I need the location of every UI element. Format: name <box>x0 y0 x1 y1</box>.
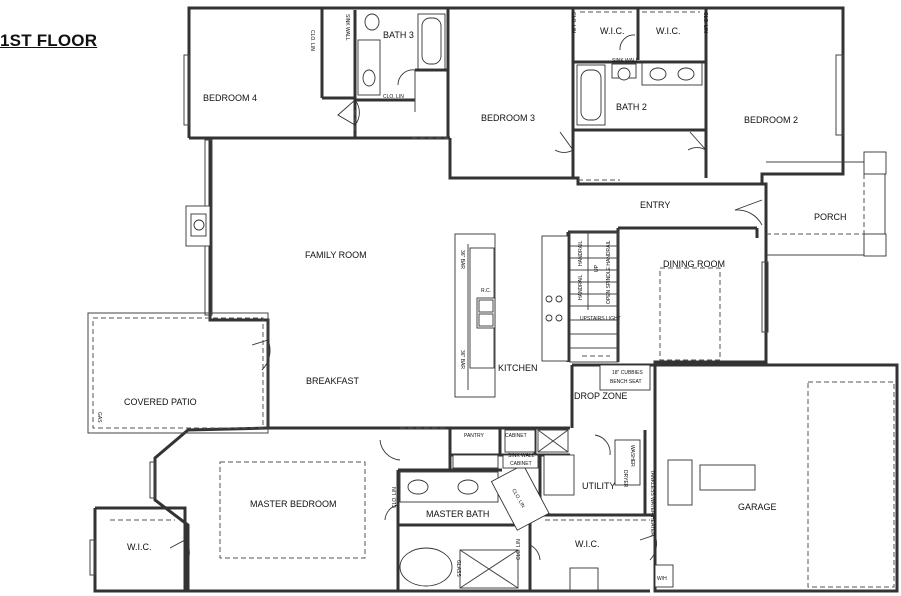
label-family-room: FAMILY ROOM <box>305 250 367 260</box>
bath3-fixtures <box>357 13 446 96</box>
note-clo-lin-5: CLO. LIN <box>392 487 398 508</box>
note-washer: WASHER <box>629 445 635 467</box>
label-bedroom-2: BEDROOM 2 <box>744 115 798 125</box>
label-utility: UTILITY <box>582 481 616 491</box>
floor-title: 1ST FLOOR <box>0 31 98 50</box>
openings <box>400 137 620 429</box>
utility-appliances <box>452 429 641 496</box>
label-bath-2: BATH 2 <box>616 102 647 112</box>
label-wic-top-right: W.I.C. <box>656 26 681 36</box>
dining-table <box>659 267 721 361</box>
label-breakfast: BREAKFAST <box>306 376 360 386</box>
label-bath-3: BATH 3 <box>383 30 414 40</box>
patio-structure <box>87 312 269 434</box>
label-master-bath: MASTER BATH <box>426 509 489 519</box>
doors <box>169 34 763 566</box>
note-dryer: DRYER <box>622 470 628 488</box>
note-glass: GLASS <box>455 560 461 577</box>
note-bar-2: 36" BAR <box>459 350 465 369</box>
staircase <box>569 231 619 363</box>
label-covered-patio: COVERED PATIO <box>124 397 197 407</box>
note-open-spindle: OPEN SPINDLE HANDRAIL <box>606 240 612 304</box>
master-bath-fixtures <box>399 464 550 589</box>
label-porch: PORCH <box>814 212 847 222</box>
kitchen-island <box>454 233 496 398</box>
note-bar-1: 36" BAR <box>459 250 465 269</box>
label-wic-master: W.I.C. <box>575 539 600 549</box>
note-handrail-2: HANDRAIL <box>578 274 584 300</box>
fireplace <box>185 205 211 247</box>
note-sink-wall-1: SINK WALL <box>344 14 350 41</box>
master-bed <box>219 461 366 559</box>
note-clo-lin-3: CLO. LIN <box>570 12 576 33</box>
note-cubbies: 18" CUBBIES <box>612 370 643 376</box>
label-garage: GARAGE <box>738 502 777 512</box>
label-bedroom-3: BEDROOM 3 <box>481 113 535 123</box>
label-wic-top-left: W.I.C. <box>600 26 625 36</box>
note-clo-lin-2: CLO. LIN <box>383 94 404 100</box>
dropzone-bench <box>599 364 651 391</box>
note-up: UP <box>594 264 600 272</box>
porch-structure <box>766 151 887 257</box>
note-clo-lin-1: CLO. LIN <box>309 30 315 51</box>
bath2-fixtures <box>576 62 703 126</box>
note-tankless: TANKLESS WATER HEATER <box>649 470 655 536</box>
note-clo-lin-4: CLO. LIN <box>702 12 708 33</box>
label-dining-room: DINING ROOM <box>663 259 725 269</box>
note-wh: W/H <box>657 576 667 582</box>
garage-features <box>569 381 895 591</box>
label-master-bedroom: MASTER BEDROOM <box>250 499 337 509</box>
label-kitchen: KITCHEN <box>498 363 538 373</box>
note-upstairs-light: UPSTAIRS LIGHT <box>580 316 621 322</box>
label-entry: ENTRY <box>640 200 670 210</box>
kitchen-counter <box>541 235 569 362</box>
note-handrail-1: HANDRAIL <box>578 240 584 266</box>
note-clo-lin-7: CLO. LIN <box>516 539 522 560</box>
label-bedroom-4: BEDROOM 4 <box>203 93 257 103</box>
closet-rods <box>110 11 700 521</box>
note-cabinet-2: CABINET <box>510 461 532 467</box>
note-gas: GAS <box>96 412 102 423</box>
note-cabinet-1: CABINET <box>505 433 527 439</box>
note-sink-wall-3: SINK WALL <box>508 453 535 459</box>
label-wic-bottom-left: W.I.C. <box>127 542 152 552</box>
note-sink-wall-2: SINK WALL <box>612 58 639 64</box>
note-rc: R.C. <box>481 288 491 294</box>
note-bench-seat: BENCH SEAT <box>610 379 642 385</box>
label-pantry: PANTRY <box>464 433 484 439</box>
label-drop-zone: DROP ZONE <box>574 391 627 401</box>
